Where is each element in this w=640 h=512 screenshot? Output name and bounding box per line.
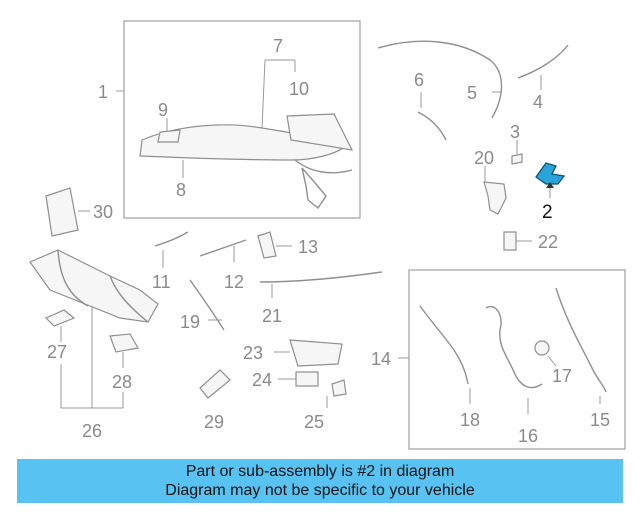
- side-seal-4: [517, 44, 569, 79]
- callout-11: 11: [152, 272, 171, 292]
- callout-19: 19: [180, 312, 200, 332]
- callout-12: 12: [224, 272, 244, 292]
- upper-seal: [377, 40, 503, 119]
- callout-1: 1: [98, 82, 108, 102]
- callout-21: 21: [262, 306, 282, 326]
- callout-4: 4: [533, 92, 543, 112]
- callout-8: 8: [176, 180, 186, 200]
- banner-line-1: Part or sub-assembly is #2 in diagram: [185, 463, 455, 480]
- callout-16: 16: [518, 426, 538, 446]
- callout-20: 20: [474, 148, 494, 168]
- callout-23: 23: [243, 343, 263, 363]
- callout-24: 24: [252, 370, 272, 390]
- callout-26: 26: [82, 421, 102, 441]
- callout-6: 6: [414, 70, 424, 90]
- group-box-14: [408, 269, 626, 450]
- callout-5: 5: [467, 83, 477, 103]
- seal-6: [417, 111, 447, 141]
- wind-deflector: [29, 249, 159, 323]
- info-banner: Part or sub-assembly is #2 in diagram Di…: [17, 459, 623, 503]
- banner-line-2: Diagram may not be specific to your vehi…: [165, 482, 475, 499]
- callout-25: 25: [304, 412, 324, 432]
- callout-29: 29: [204, 412, 224, 432]
- callout-27: 27: [47, 342, 67, 362]
- callout-17: 17: [552, 366, 572, 386]
- callout-10: 10: [289, 79, 309, 99]
- parts-diagram: 1 7 10 9 8 5 4 6 3 2 20 22 30 26: [29, 20, 626, 450]
- callout-13: 13: [298, 237, 318, 257]
- callout-28: 28: [112, 372, 132, 392]
- callout-3: 3: [510, 122, 520, 142]
- group-box-1: [123, 20, 361, 219]
- callout-7: 7: [273, 36, 283, 56]
- callout-22: 22: [538, 232, 558, 252]
- callout-15: 15: [590, 410, 610, 430]
- callout-9: 9: [158, 100, 168, 120]
- rear-window: [286, 113, 354, 151]
- callout-30: 30: [93, 202, 113, 222]
- callout-14: 14: [371, 349, 391, 369]
- highlighted-part-2: [535, 162, 566, 185]
- callout-18: 18: [460, 410, 480, 430]
- callout-2: 2: [542, 202, 553, 223]
